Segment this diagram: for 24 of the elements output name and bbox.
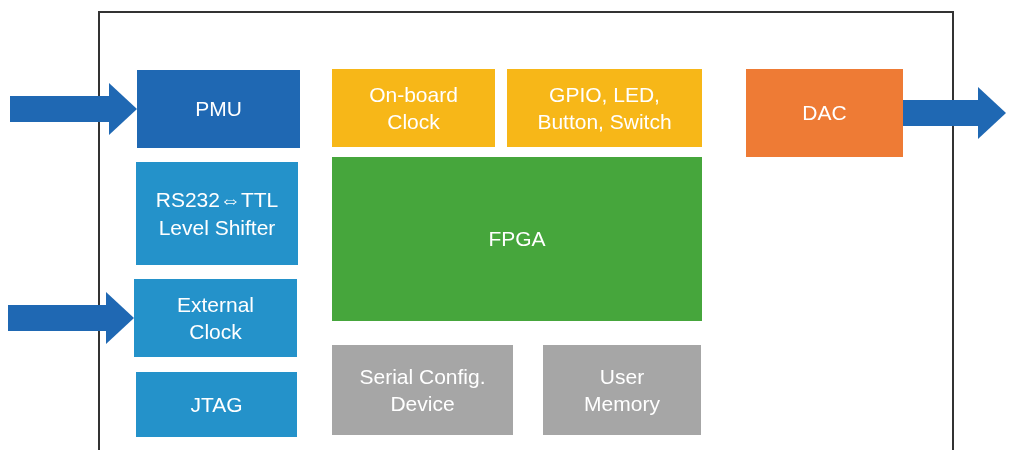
- board-outline: [98, 11, 954, 450]
- block-label: On-board Clock: [368, 81, 459, 135]
- block-box: [137, 70, 300, 148]
- block-arrow: [903, 87, 1006, 139]
- block-label: PMU: [195, 96, 242, 123]
- block-label: RS232⇔TTL Level Shifter: [154, 187, 280, 241]
- block-box: [332, 69, 495, 147]
- block-label: Serial Config. Device: [358, 363, 487, 417]
- block-label: JTAG: [190, 391, 243, 418]
- block-box: [746, 69, 903, 157]
- block-box: [136, 162, 298, 265]
- block-box: [134, 279, 297, 357]
- block-label: FPGA: [488, 226, 546, 253]
- block-box: [332, 157, 702, 321]
- block-label: GPIO, LED, Button, Switch: [536, 81, 673, 135]
- block-arrow: [10, 83, 137, 135]
- block-arrow: [8, 292, 134, 344]
- block-label: DAC: [802, 100, 847, 127]
- block-label: External Clock: [175, 291, 255, 345]
- block-box: [332, 345, 513, 435]
- block-box: [507, 69, 702, 147]
- block-box: [543, 345, 701, 435]
- block-box: [136, 372, 297, 437]
- block-label: User Memory: [583, 363, 661, 417]
